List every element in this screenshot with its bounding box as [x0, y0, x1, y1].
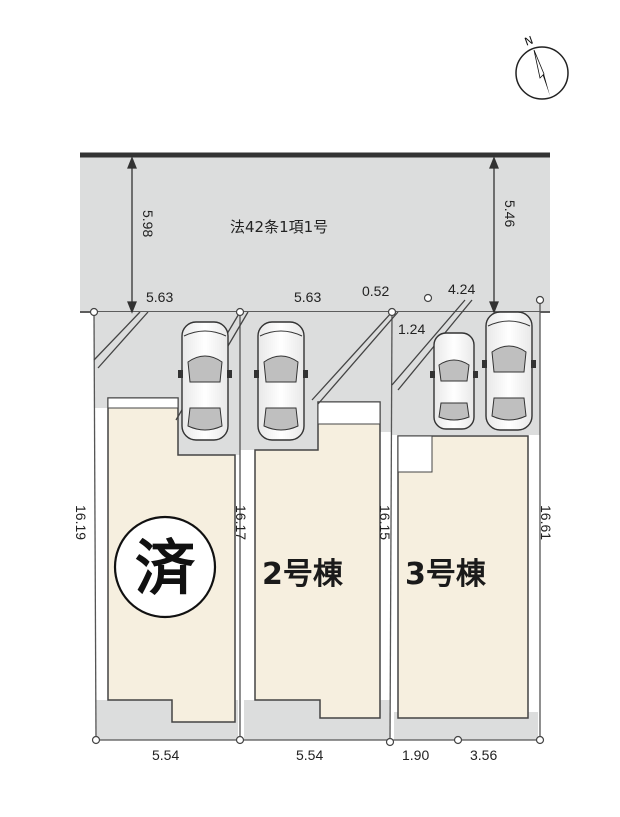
lot3-porch — [397, 435, 433, 473]
lot2-building — [254, 401, 381, 719]
lot3-name: 3号棟 — [405, 557, 487, 592]
lot3-building — [397, 435, 529, 719]
lot1-porch — [107, 397, 179, 409]
road-area — [80, 155, 550, 313]
rear-lot3a-label: 1.90 — [402, 747, 429, 763]
north-label: N — [523, 34, 535, 49]
depth-left-label: 16.19 — [73, 505, 89, 540]
car-icon — [254, 321, 308, 441]
rear-lot3b-label: 3.56 — [470, 747, 497, 763]
depth-lot1-lot2-label: 16.17 — [233, 505, 249, 540]
front-offset-label: 0.52 — [362, 283, 389, 299]
car-icon — [482, 311, 536, 431]
lot-boundaries — [93, 300, 541, 743]
rear-lot2-label: 5.54 — [296, 747, 323, 763]
sold-badge: 済 — [113, 515, 217, 619]
front-lot2-label: 5.63 — [294, 289, 321, 305]
rear-lot1-label: 5.54 — [152, 747, 179, 763]
lot2-porch — [317, 401, 381, 425]
road-classification-label: 法42条1項1号 — [230, 218, 328, 236]
corner-small-label: 1.24 — [398, 321, 425, 337]
front-lot3-label: 4.24 — [448, 281, 475, 297]
front-lot1-label: 5.63 — [146, 289, 173, 305]
depth-right-label: 16.61 — [538, 505, 554, 540]
sold-badge-text: 済 — [135, 534, 196, 604]
survey-points — [89, 293, 545, 747]
car-icon — [430, 332, 478, 430]
road-width-arrows — [127, 156, 499, 314]
depth-lot2-lot3-label: 16.15 — [377, 505, 393, 540]
car-icon — [178, 321, 232, 441]
lot2-name: 2号棟 — [262, 557, 344, 592]
road-width-left-label: 5.98 — [140, 210, 156, 237]
north-compass: N — [515, 34, 569, 100]
road-width-right-label: 5.46 — [502, 200, 518, 227]
